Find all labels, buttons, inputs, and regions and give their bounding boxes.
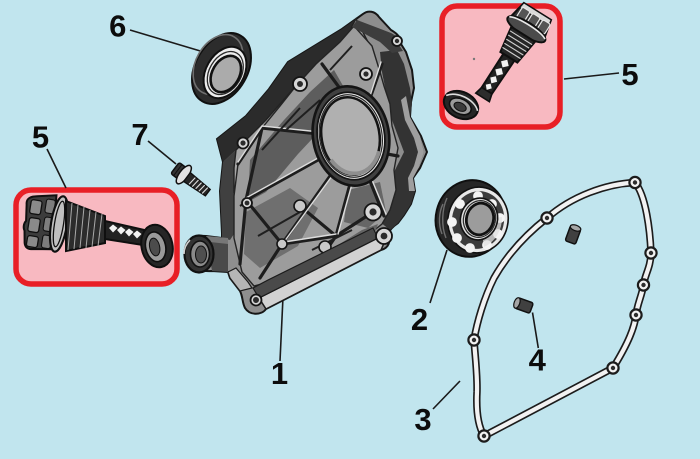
svg-text:7: 7 <box>131 117 148 152</box>
svg-text:5: 5 <box>621 57 638 92</box>
svg-text:4: 4 <box>529 343 547 378</box>
svg-text:2: 2 <box>411 302 428 337</box>
svg-text:1: 1 <box>271 356 288 391</box>
svg-text:6: 6 <box>109 9 126 44</box>
svg-text:5: 5 <box>32 120 49 155</box>
svg-text:3: 3 <box>414 402 431 437</box>
